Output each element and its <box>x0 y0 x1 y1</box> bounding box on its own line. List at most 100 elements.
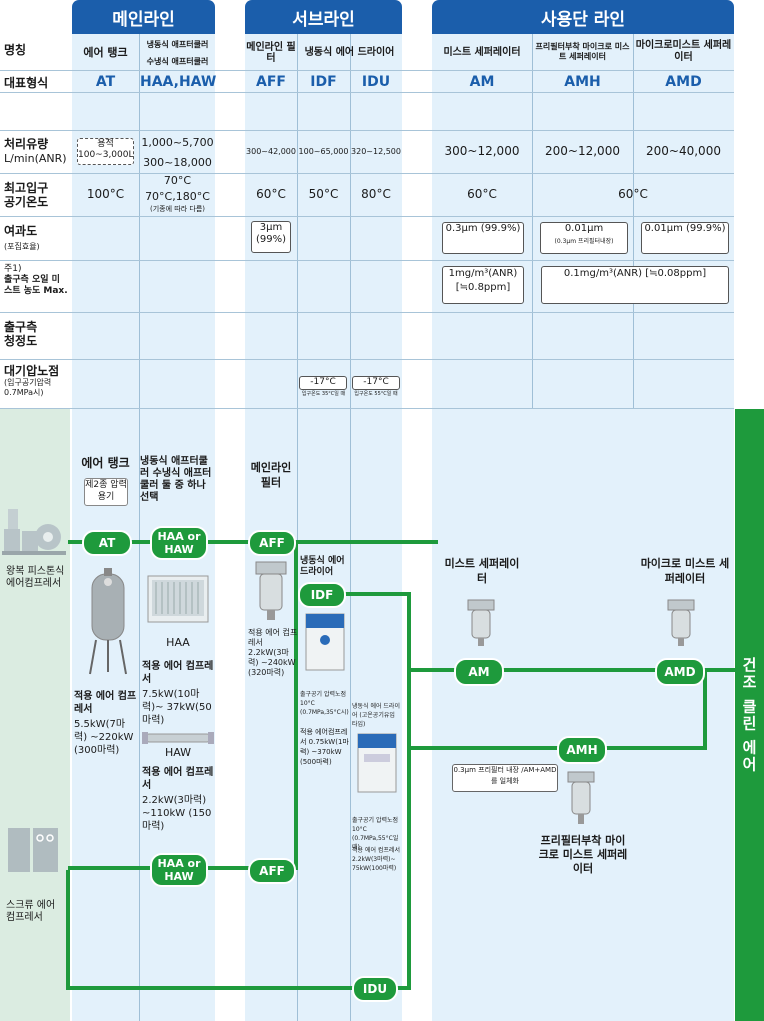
flow-amh: 200~12,000 <box>545 144 620 158</box>
name-aff: 메인라인 필터 <box>246 42 296 64</box>
name-haa: 냉동식 애프터쿨러 <box>146 39 209 49</box>
amh-label: 프리필터부착 마이크로 미스트 세퍼레이터 <box>538 834 628 875</box>
code-amd: AMD <box>665 74 702 90</box>
amd-separator-icon <box>667 599 695 646</box>
code-idf: IDF <box>310 74 337 90</box>
row-label-temp: 최고입구 공기온도 <box>4 181 49 209</box>
temp-idf: 50°C <box>308 187 339 201</box>
name-amh: 프리필터부착 마이크로 미스트 세퍼레이터 <box>535 42 630 61</box>
temp-haa: 70°C <box>163 174 192 187</box>
row-line <box>0 130 734 131</box>
clean-air-label: 건조 클린 에어 <box>735 409 764 1021</box>
name-idf: 냉동식 에어 드라이어 <box>304 46 395 58</box>
code-aff: AFF <box>256 74 286 90</box>
haw-cooler-icon <box>142 732 214 744</box>
haw-app-value: 2.2kW(3마력) ~110kW (150마력) <box>142 795 212 832</box>
dryer-label: 냉동식 에어 드라이어 <box>300 556 345 577</box>
temp-amh-amd: 60°C <box>618 187 648 201</box>
name-haw: 수냉식 애프터쿨러 <box>146 56 209 66</box>
idu-note2: 적용 에어 컴프레서 2.2kW(3마력)~ 75kW(100마력) <box>352 847 400 872</box>
haa-app-value: 7.5kW(10마력)~ 37kW(50마력) <box>142 689 212 726</box>
pill-am: AM <box>454 658 504 686</box>
oil-am: 1mg/m³(ANR) [≒0.8ppm] <box>442 266 524 304</box>
diagram-left-band <box>0 409 70 1021</box>
name-amd: 마이크로미스트 세퍼레이터 <box>635 40 732 63</box>
filter-title: 메인라인 필터 <box>250 461 292 489</box>
pill-amd: AMD <box>655 658 705 686</box>
aff-filter-icon <box>255 561 287 620</box>
haa-app-title: 적용 에어 컴프레서 <box>142 661 214 685</box>
idf-note1: 출구공기 압력노점 10°C (0.7MPa,35°C시) <box>300 691 349 716</box>
amd-label: 마이크로 미스트 세퍼레이터 <box>640 557 730 585</box>
code-am: AM <box>469 74 495 90</box>
divider <box>139 34 140 1021</box>
amh-note: 0.3µm 프리필터 내장 /AM+AMD를 일체화 <box>452 764 558 792</box>
divider <box>297 34 298 1021</box>
temp-note: (기종에 따라 다름) <box>150 204 205 213</box>
code-amh: AMH <box>564 74 601 90</box>
piston-compressor-icon <box>2 509 66 555</box>
flow-at: 용적 100~3,000L <box>77 138 134 165</box>
at-app-title: 적용 에어 컴프레서 <box>74 691 137 715</box>
pipe-idu-bottom <box>66 986 411 990</box>
amh-separator-icon <box>567 771 595 824</box>
dew-idu-note: 입구온도 55°C일 때 <box>354 390 398 397</box>
pipe-left-vertical <box>66 870 70 990</box>
temp-aff: 60°C <box>256 187 286 201</box>
header-endline: 사용단 라인 <box>432 0 734 34</box>
tank-title: 에어 탱크 <box>81 456 130 470</box>
row-line <box>0 216 734 217</box>
row-line <box>0 359 734 360</box>
aff-app: 적용 에어 컴프레서 2.2kW(3마력) ~240kW (320마력) <box>248 628 298 677</box>
subline-column <box>245 34 402 1021</box>
header-subline: 서브라인 <box>245 0 402 34</box>
divider <box>350 34 351 1021</box>
haa-label: HAA <box>166 636 190 649</box>
pill-at: AT <box>82 530 132 556</box>
haw-label: HAW <box>164 746 192 759</box>
row-line <box>0 70 734 71</box>
idu-dryer-icon <box>357 733 397 793</box>
divider <box>532 34 533 409</box>
row-line <box>0 92 734 93</box>
compressor1-label: 왕복 피스톤식 에어컴프레서 <box>6 566 65 589</box>
row-label-filtration: 여과도(포집효율) <box>4 224 40 251</box>
temp-haw: 70°C,180°C <box>145 189 210 203</box>
am-label: 미스트 세퍼레이터 <box>444 557 520 585</box>
row-line <box>0 408 734 409</box>
row-line <box>0 312 734 313</box>
at-app-value: 5.5kW(7마력) ~220kW (300마력) <box>74 719 134 756</box>
dew-idu: -17°C <box>352 376 400 390</box>
pill-aff-bottom: AFF <box>248 858 296 884</box>
row-label-dew: 대기압노점(입구공기압력 0.7MPa시) <box>4 364 60 397</box>
endline-column <box>432 34 734 1021</box>
temp-idu: 80°C <box>361 187 391 201</box>
row-label-model: 대표형식 <box>4 76 49 90</box>
oil-amh-amd: 0.1mg/m³(ANR) [≒0.08ppm] <box>541 266 729 304</box>
row-label-oil: 주1)출구측 오일 미스트 농도 Max. <box>4 264 68 296</box>
filt-amh: 0.01µm(0.3µm 프리필터내장) <box>540 222 628 254</box>
temp-at: 100°C <box>86 187 125 201</box>
name-am: 미스트 세퍼레이터 <box>443 46 521 58</box>
flow-idu: 320~12,500 <box>351 147 401 156</box>
pipe-dryer-vertical <box>407 592 411 990</box>
am-separator-icon <box>467 599 495 646</box>
header-mainline: 메인라인 <box>72 0 215 34</box>
flow-idf: 100~65,000 <box>298 147 349 156</box>
filt-amd: 0.01µm (99.9%) <box>641 222 729 254</box>
pill-idu: IDU <box>352 976 398 1002</box>
cooler-title: 냉동식 애프터쿨러 수냉식 애프터쿨러 둘 중 하나 선택 <box>140 456 212 503</box>
dew-idf-note: 입구온도 35°C일 때 <box>301 390 346 397</box>
idf-note2: 적용 에어컴프레서 0.75kW(1마력) ~370kW (500마력) <box>300 728 349 766</box>
haa-cooler-icon <box>147 575 209 623</box>
flow-aff: 300~42,000 <box>246 147 296 156</box>
pill-idf: IDF <box>298 582 346 608</box>
idu-note1: 출구공기 압력노점 10°C (0.7MPa,55°C일 때) <box>352 817 399 851</box>
code-at: AT <box>95 74 116 90</box>
row-label-clean: 출구측 청정도 <box>4 320 38 348</box>
code-idu: IDU <box>361 74 391 90</box>
row-line <box>0 260 734 261</box>
idf-dryer-icon <box>305 613 345 671</box>
dew-idf: -17°C <box>299 376 347 390</box>
